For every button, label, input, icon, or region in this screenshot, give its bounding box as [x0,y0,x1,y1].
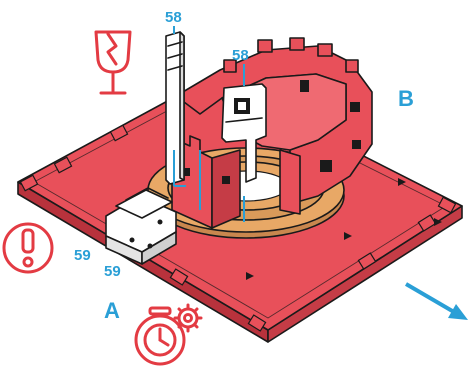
callout-label-59-upper: 59 [74,247,91,264]
stopwatch-gear-icon [136,305,201,364]
callout-label-58-lower: 58 [232,47,249,64]
direction-arrow-icon [406,284,468,320]
callout-label-59-lower: 59 [104,263,121,280]
side-label-a: A [104,298,120,323]
warning-exclamation-icon [4,224,52,272]
fragile-glass-icon [96,32,130,93]
callout-label-58-upper: 58 [165,9,182,26]
side-label-b: B [398,86,414,111]
